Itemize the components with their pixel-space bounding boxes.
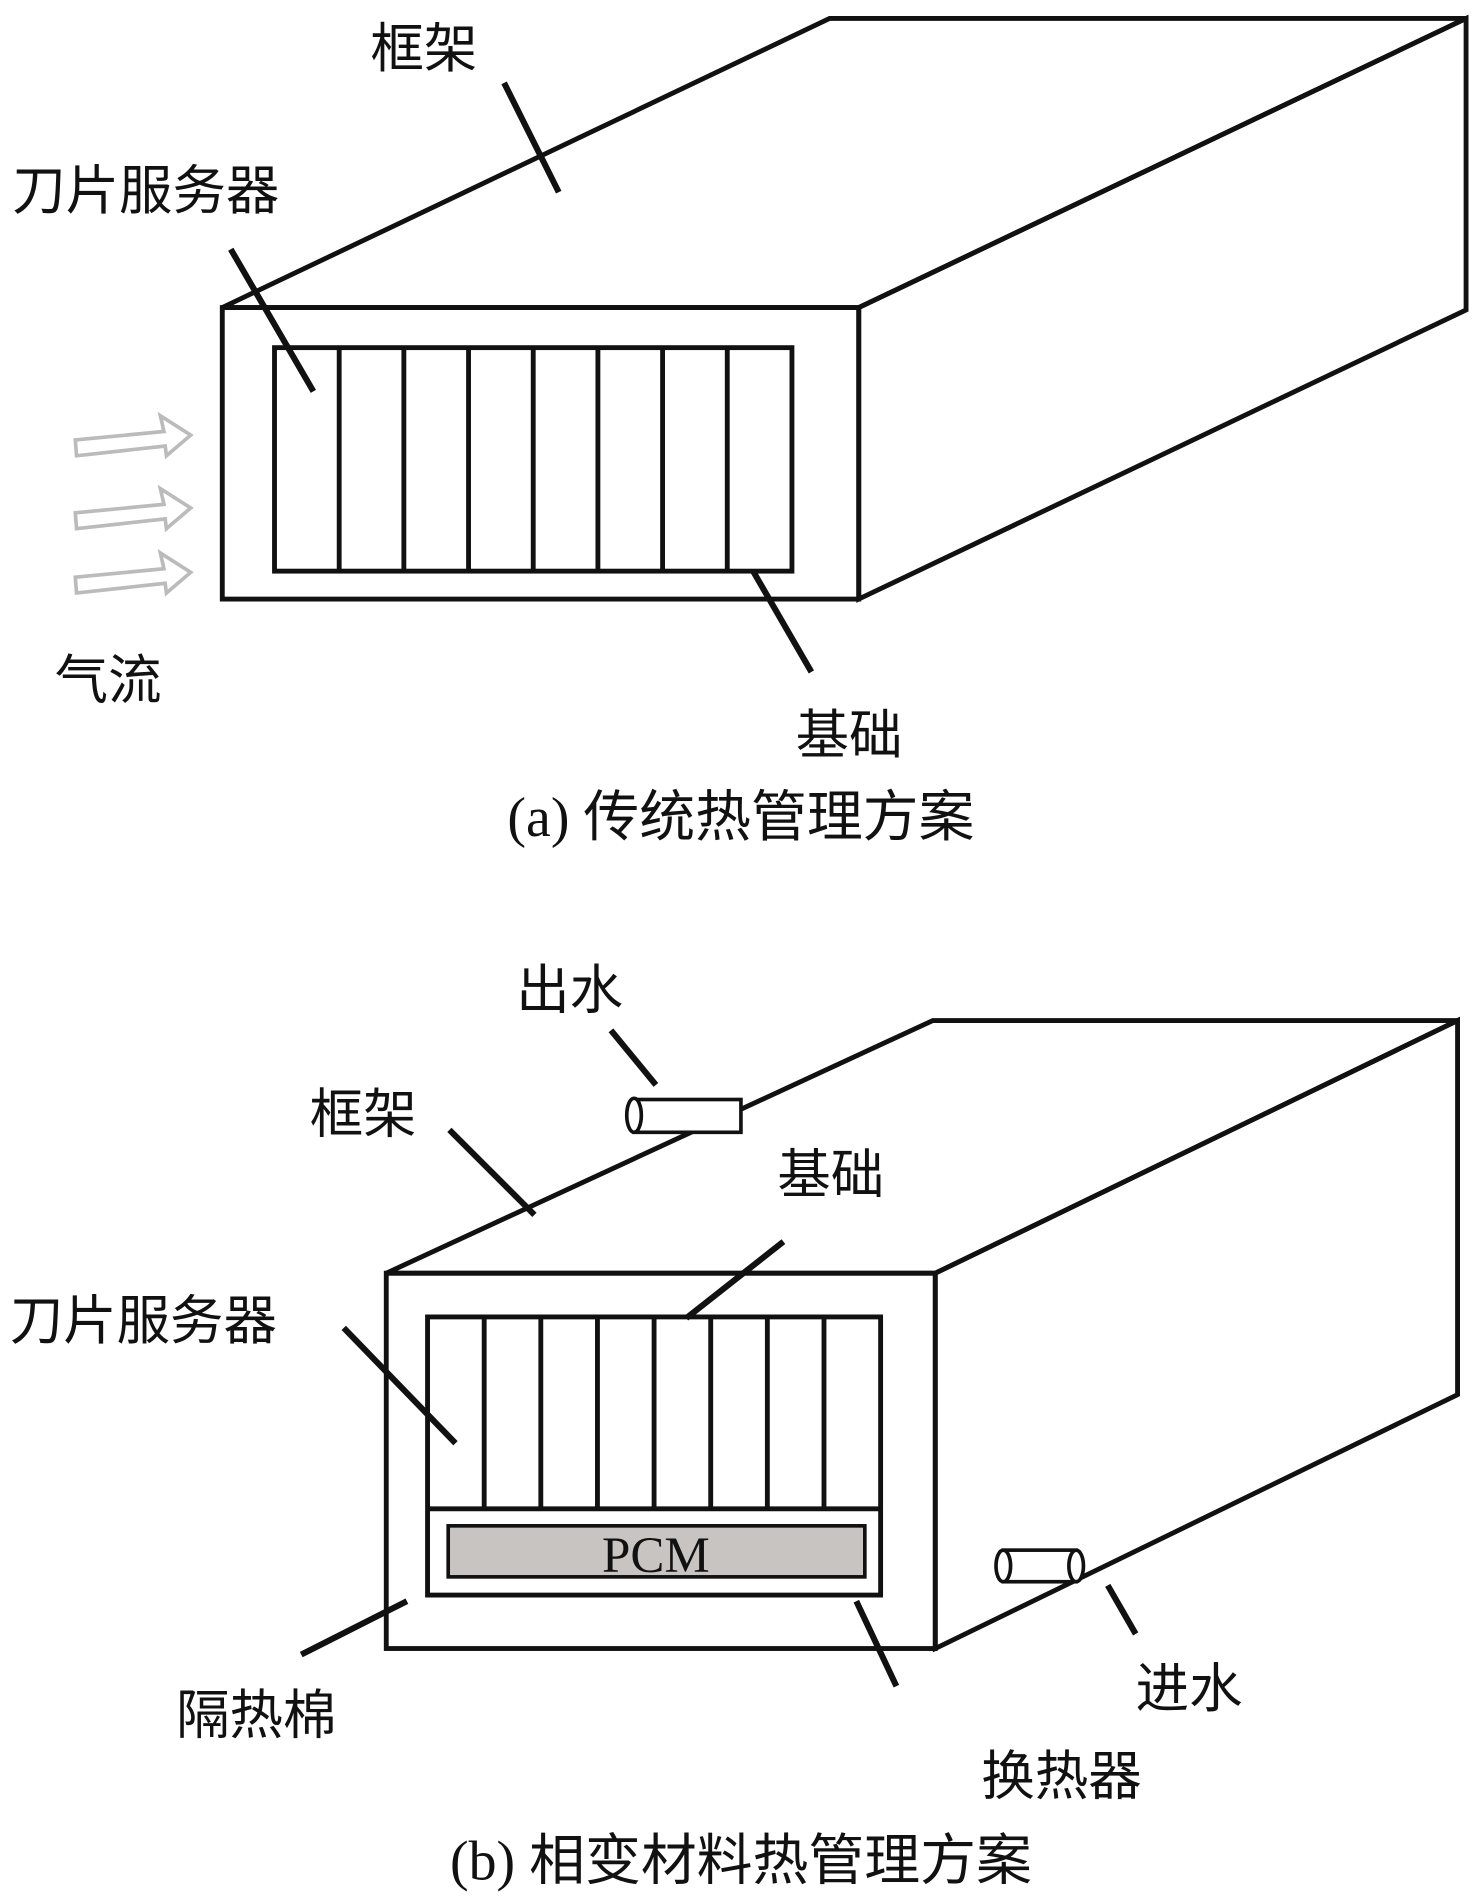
blade-dividers	[481, 1316, 827, 1509]
water-outlet-pipe	[624, 1096, 743, 1135]
leader-heat-exchanger	[853, 1599, 900, 1688]
water-inlet-pipe	[994, 1548, 1086, 1584]
panel-b: PCM 出水 框架 基础 刀片服务器 隔热棉 进水 换热器 (b) 相变材料热管…	[10, 958, 1460, 1892]
caption-b: (b) 相变材料热管理方案	[450, 1830, 1032, 1892]
label-airflow: 气流	[55, 649, 162, 712]
arrow-icon	[73, 411, 194, 460]
airflow-arrows	[73, 411, 194, 597]
label-heat-exchanger: 换热器	[981, 1744, 1141, 1807]
leader-base	[684, 1239, 786, 1321]
leader-frame	[501, 81, 562, 194]
label-water-out: 出水	[516, 958, 623, 1021]
label-frame: 框架	[310, 1082, 417, 1145]
label-blade-server: 刀片服务器	[12, 159, 279, 222]
label-frame: 框架	[370, 17, 477, 80]
leader-blade	[228, 247, 317, 393]
insulation-layer	[383, 1270, 938, 1651]
panel-a: 框架 刀片服务器 气流 基础 (a) 传统热管理方案	[12, 14, 1469, 849]
blade-dividers	[336, 347, 730, 572]
leader-blade	[341, 1325, 458, 1446]
frame-right-face	[856, 14, 1469, 603]
pcm-label: PCM	[602, 1528, 710, 1584]
label-base: 基础	[796, 703, 903, 766]
leader-insulation	[299, 1598, 409, 1658]
frame-top-face	[385, 1018, 1459, 1276]
label-base: 基础	[777, 1143, 884, 1206]
leader-water-in	[1105, 1583, 1139, 1636]
label-water-in: 进水	[1136, 1657, 1243, 1720]
label-blade-server: 刀片服务器	[10, 1289, 277, 1352]
arrow-icon	[73, 548, 194, 597]
label-insulation: 隔热棉	[176, 1684, 336, 1747]
arrow-icon	[73, 484, 194, 533]
leader-frame	[447, 1127, 537, 1218]
leader-water-out	[608, 1028, 659, 1087]
caption-a: (a) 传统热管理方案	[507, 787, 974, 849]
frame-front-face	[219, 305, 862, 602]
pcm-block	[446, 1524, 867, 1579]
leader-base	[750, 569, 815, 674]
